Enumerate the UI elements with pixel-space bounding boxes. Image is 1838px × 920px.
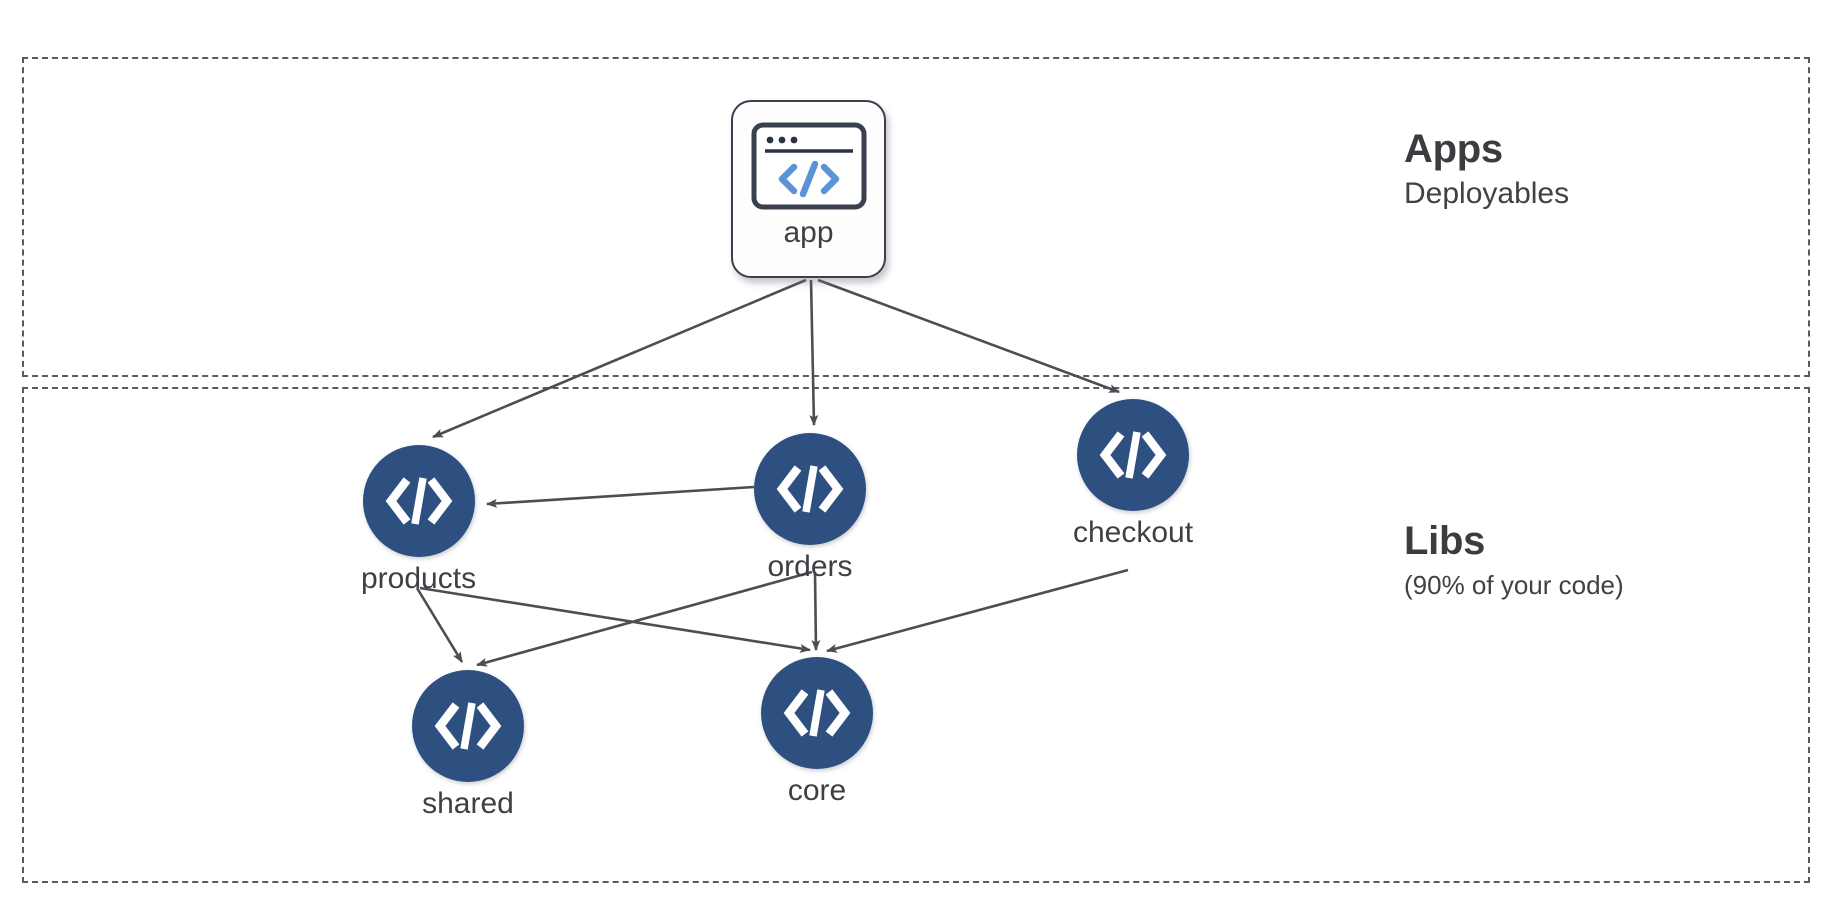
node-products[interactable]: products <box>361 445 476 594</box>
code-brackets-icon <box>1099 431 1167 479</box>
zone-apps-subtitle: Deployables <box>1404 177 1570 210</box>
node-products-label: products <box>361 562 477 595</box>
node-core-label: core <box>787 774 847 807</box>
zone-legend-apps: Apps Deployables <box>1404 128 1569 212</box>
code-brackets-icon <box>385 477 452 525</box>
node-checkout-circle <box>1077 399 1190 511</box>
node-shared[interactable]: shared <box>412 670 524 819</box>
code-brackets-icon <box>776 465 844 513</box>
node-app-label: app <box>783 216 834 249</box>
browser-code-icon <box>751 122 866 210</box>
node-orders[interactable]: orders <box>754 433 866 582</box>
code-brackets-icon <box>434 702 502 750</box>
zone-libs-title: Libs <box>1404 519 1486 563</box>
node-orders-label: orders <box>767 550 853 583</box>
zone-libs-subtitle: (90% of your code) <box>1404 570 1624 600</box>
node-products-circle <box>362 445 475 557</box>
zone-apps <box>22 57 1810 377</box>
zone-apps-title: Apps <box>1404 127 1503 171</box>
code-brackets-icon <box>783 689 851 737</box>
node-shared-label: shared <box>422 787 514 820</box>
zone-libs <box>22 387 1810 883</box>
node-core-circle <box>761 657 873 769</box>
node-core[interactable]: core <box>761 657 873 806</box>
node-checkout[interactable]: checkout <box>1073 399 1193 548</box>
node-orders-circle <box>754 433 866 545</box>
node-shared-circle <box>412 670 524 782</box>
node-checkout-label: checkout <box>1073 516 1194 549</box>
node-app[interactable]: app <box>731 100 886 278</box>
zone-legend-libs: Libs (90% of your code) <box>1404 520 1624 601</box>
